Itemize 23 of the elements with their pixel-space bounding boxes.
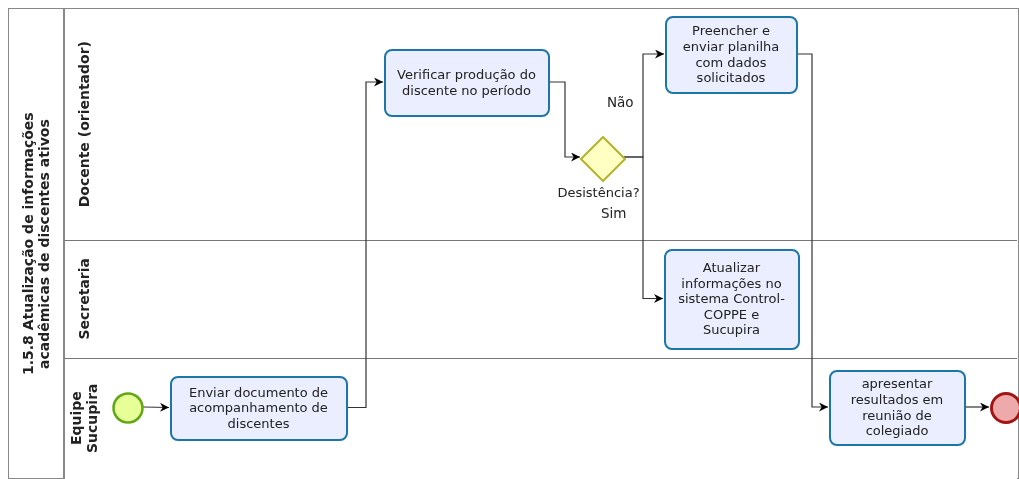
task-box: Enviar documento de acompanhamento de discentes xyxy=(169,375,348,441)
sequence-flow-arrow xyxy=(142,402,170,412)
sequence-flow-arrow xyxy=(796,53,829,412)
pool-title: 1.5.8 Atualização de informações acadêmicas de discentes ativos xyxy=(19,111,53,377)
sequence-flow-arrow xyxy=(623,156,664,303)
task-box: apresentar resultados em reunião de colegiado xyxy=(828,369,966,446)
swimlane xyxy=(63,239,1017,358)
task-box: Verificar produção do discente no período xyxy=(383,48,550,117)
pool xyxy=(8,8,1019,479)
start-event-circle xyxy=(111,391,144,424)
edge-label: Sim xyxy=(601,205,627,221)
lane-label: Equipe Sucupira xyxy=(68,382,101,456)
lane-label: Docente (orientador) xyxy=(76,40,93,208)
decision-diamond xyxy=(579,135,626,182)
task-box: Atualizar informações no sistema Control-COPPE e Sucupira xyxy=(663,248,800,350)
swimlane xyxy=(63,357,1017,479)
edge-label: Não xyxy=(607,94,634,110)
sequence-flow-arrow xyxy=(964,402,990,412)
task-box: Preencher e enviar planilha com dados solicitados xyxy=(664,15,798,94)
lane-label: Secretaria xyxy=(76,258,93,340)
gateway-label: Desistência? xyxy=(557,184,640,200)
sequence-flow-arrow xyxy=(548,81,581,162)
sequence-flow-arrow xyxy=(346,77,384,409)
